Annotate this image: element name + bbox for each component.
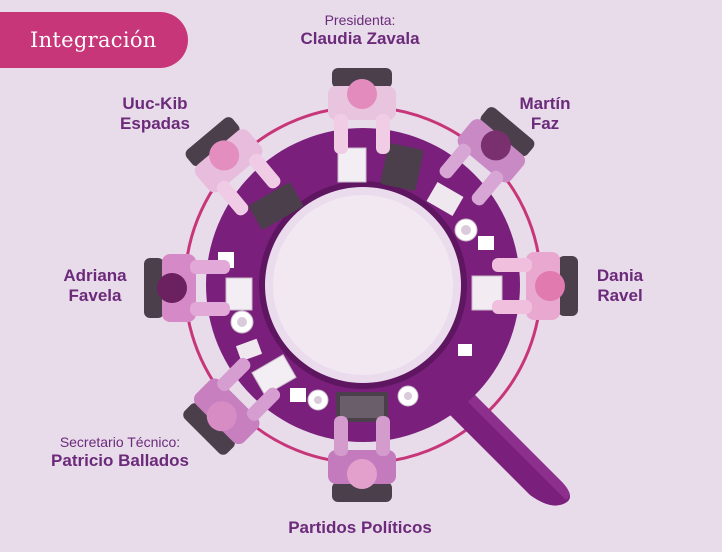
table-items [218,143,503,422]
presidenta-name: Claudia Zavala [300,29,420,48]
martin-line2: Faz [530,114,560,133]
person-partidos [328,416,396,502]
adriana-line2: Favela [68,286,122,305]
secretario-role: Secretario Técnico: [59,434,181,450]
title-badge: Integración [0,12,188,68]
label-partidos: Partidos Políticos [270,518,450,538]
lens-highlight [273,195,453,375]
person-patricio [183,357,281,455]
title-text: Integración [30,28,157,52]
label-secretario: Secretario Técnico: Patricio Ballados [40,434,200,471]
label-adriana: Adriana Favela [45,266,145,306]
secretario-name: Patricio Ballados [51,451,189,470]
uuc-kib-line1: Uuc-Kib [122,94,188,113]
person-dania [492,252,578,320]
label-uuc-kib: Uuc-Kib Espadas [100,94,210,134]
person-uuc-kib [185,117,281,216]
person-adriana [144,254,230,322]
presidenta-role: Presidenta: [324,12,396,28]
magnifier-handle [425,375,570,506]
dania-line2: Ravel [597,286,643,305]
dania-line1: Dania [596,266,644,285]
label-presidenta: Presidenta: Claudia Zavala [275,12,445,49]
label-dania: Dania Ravel [585,266,655,306]
martin-line1: Martín [519,94,571,113]
uuc-kib-line2: Espadas [120,114,190,133]
person-presidenta [328,68,396,154]
person-martin [439,107,535,206]
partidos-text: Partidos Políticos [288,518,432,537]
label-martin: Martín Faz [505,94,585,134]
adriana-line1: Adriana [63,266,127,285]
